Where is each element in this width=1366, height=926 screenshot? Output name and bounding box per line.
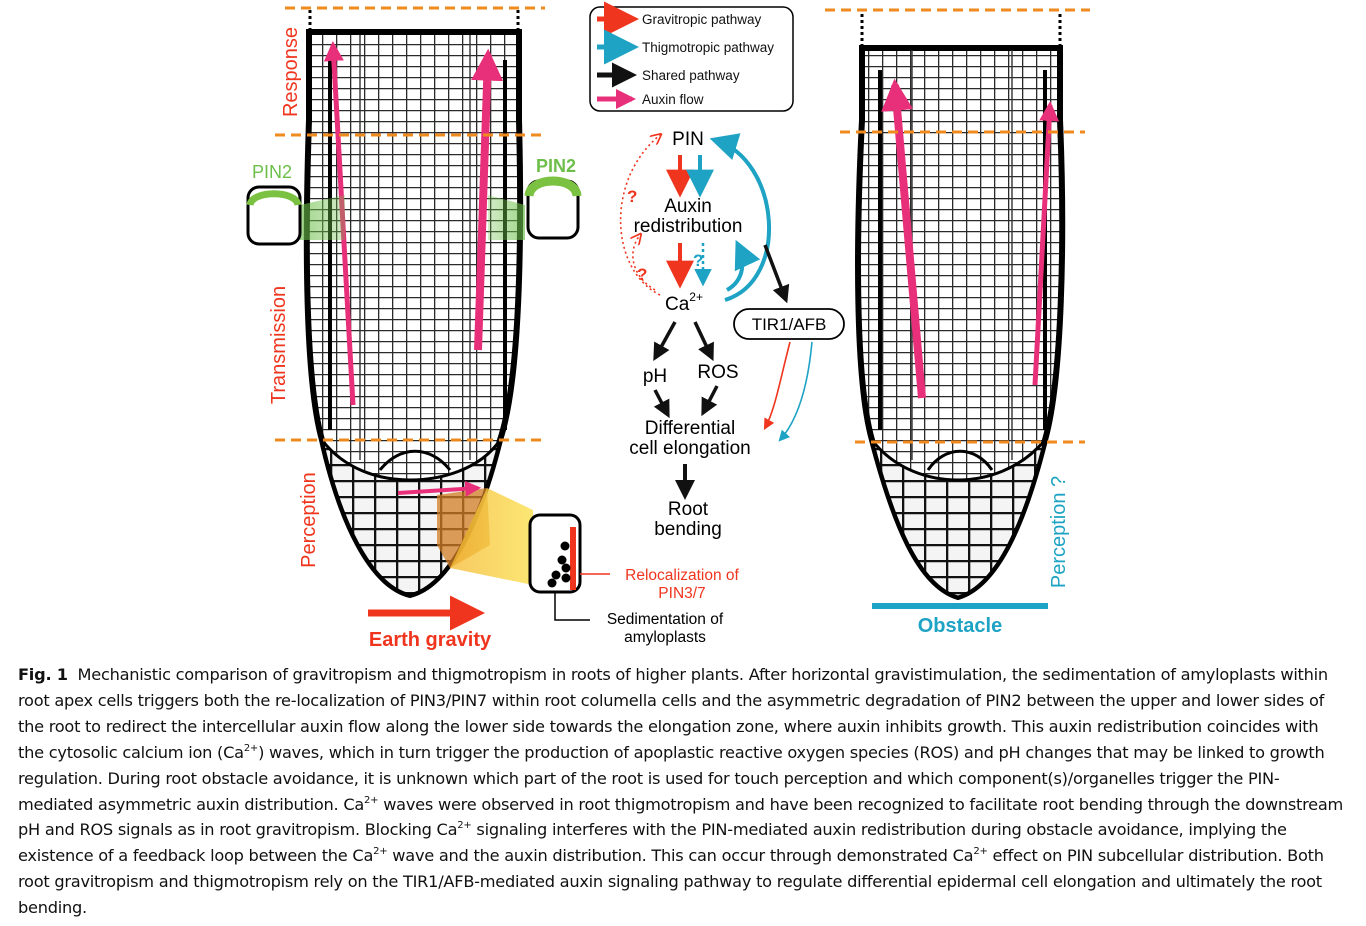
legend-label-auxin: Auxin flow xyxy=(642,92,704,107)
pathway-diagram: PIN Auxin redistribution Ca2+ TIR1/AFB p… xyxy=(619,129,845,540)
caption-text-5: wave and the auxin distribution. This ca… xyxy=(387,846,974,866)
edge-ca-ros xyxy=(693,321,714,362)
caption-text-6: effect on PIN subcellular distribution. … xyxy=(18,846,1324,918)
columella-cell xyxy=(528,513,582,594)
caption-text-3: waves were observed in root thigmotropis… xyxy=(18,794,1344,840)
node-tir-box xyxy=(733,308,845,340)
node-ca-sup: 2+ xyxy=(689,290,703,304)
caption-sup-4: 2+ xyxy=(373,846,388,858)
pin2-cell-right: PIN2 xyxy=(524,156,582,240)
sedimentation-leader xyxy=(554,592,590,621)
edge-ca-auxin-unknown xyxy=(633,235,656,291)
caption-text-1: Mechanistic comparison of gravitropism a… xyxy=(18,665,1328,762)
edge-tir-diff-thigmotropic xyxy=(778,341,813,442)
legend-label-shared: Shared pathway xyxy=(642,68,740,83)
zone-label-perception-right: Perception ? xyxy=(1048,476,1070,588)
relocalization-label-line2: PIN3/7 xyxy=(658,585,705,602)
unknown-mark-upper: ? xyxy=(627,187,637,206)
node-diff-line2: cell elongation xyxy=(629,438,750,459)
pin2-label-right: PIN2 xyxy=(536,156,576,176)
caption-sup-5: 2+ xyxy=(973,846,988,858)
edge-ca-pin-thigmotropic xyxy=(709,133,772,302)
edge-ca-pin-unknown xyxy=(619,135,660,296)
edge-ros-diff xyxy=(701,385,719,417)
caption-sup-3: 2+ xyxy=(457,820,472,832)
unknown-mark-lower: ? xyxy=(637,265,647,284)
node-root-line1: Root xyxy=(668,499,709,520)
figure-caption: Fig. 1 Mechanistic comparison of gravitr… xyxy=(18,662,1348,921)
caption-sup-1: 2+ xyxy=(243,742,259,754)
unknown-mark-center: ? xyxy=(693,251,703,270)
node-root-line2: bending xyxy=(654,519,722,540)
zone-label-perception: Perception xyxy=(298,472,320,568)
node-ca-text: Ca xyxy=(665,294,690,315)
node-pin: PIN xyxy=(672,129,704,150)
zone-label-transmission: Transmission xyxy=(268,286,290,404)
node-ca: Ca2+ xyxy=(665,290,703,315)
edge-ca-auxin-thigmotropic xyxy=(725,239,761,292)
obstacle-label: Obstacle xyxy=(918,615,1002,637)
node-auxin-line1: Auxin xyxy=(664,196,712,217)
edge-ca-ph xyxy=(653,321,677,362)
pin2-label-left: PIN2 xyxy=(252,162,292,182)
node-tir: TIR1/AFB xyxy=(752,315,827,334)
legend: Gravitropic pathway Thigmotropic pathway… xyxy=(589,1,794,112)
figure-illustration: Response Transmission Perception PIN2 PI… xyxy=(246,1,1090,651)
pin2-cell-left: PIN2 xyxy=(246,162,302,246)
edge-tir-diff-gravitropic xyxy=(763,341,791,430)
caption-label: Fig. 1 xyxy=(18,665,68,684)
node-ph: pH xyxy=(643,366,667,387)
gravity-label: Earth gravity xyxy=(369,629,492,651)
caption-text-2: ) waves, which in turn trigger the produ… xyxy=(18,742,1325,814)
caption-sup-2: 2+ xyxy=(364,794,379,806)
edge-ph-diff xyxy=(653,389,670,419)
right-root xyxy=(855,14,1066,601)
left-root xyxy=(300,10,533,599)
node-auxin-line2: redistribution xyxy=(634,216,743,237)
sedimentation-label-line1: Sedimentation of xyxy=(607,611,724,628)
legend-label-thigmotropic: Thigmotropic pathway xyxy=(642,40,774,55)
node-diff-line1: Differential xyxy=(645,418,735,439)
zone-label-response: Response xyxy=(280,27,302,117)
sedimentation-label-line2: amyloplasts xyxy=(624,629,706,646)
edge-auxin-tir xyxy=(763,244,790,304)
legend-label-gravitropic: Gravitropic pathway xyxy=(642,12,762,27)
caption-text-4: signaling interferes with the PIN-mediat… xyxy=(18,820,1287,866)
node-ros: ROS xyxy=(697,362,738,383)
relocalization-label-line1: Relocalization of xyxy=(625,567,739,584)
